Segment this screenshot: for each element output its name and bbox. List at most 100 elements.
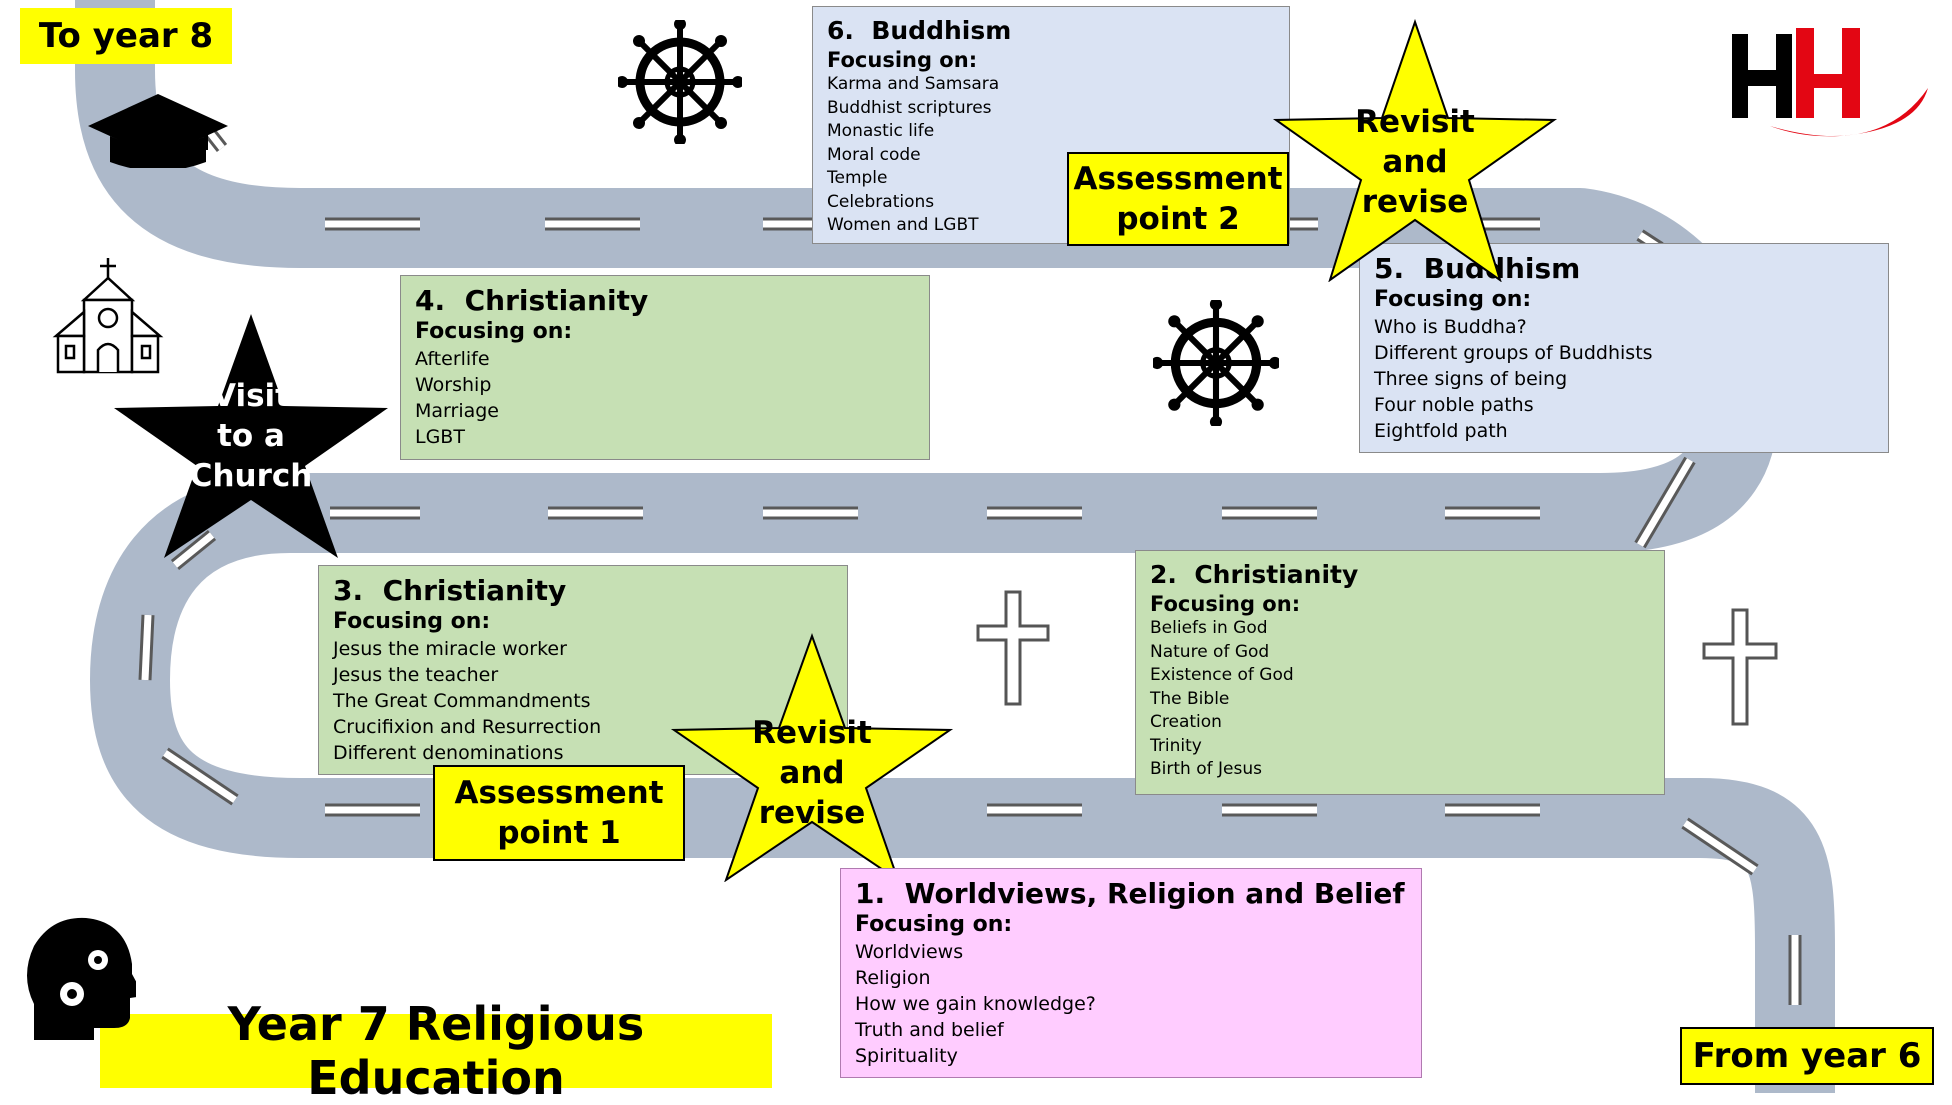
topic-item: Nature of God (1150, 641, 1270, 662)
page-title: Year 7 Religious Education (100, 997, 772, 1105)
topic-item: Temple (827, 168, 888, 188)
star-line: revise (758, 795, 866, 831)
unit-2-title: Christianity (1194, 560, 1359, 589)
star-line: to a (217, 418, 285, 454)
topic-item: Beliefs in God (1150, 618, 1268, 638)
page-title-text: Year 7 Religious Education (227, 997, 645, 1105)
revisit-star-1 (670, 633, 954, 882)
topic-item: Religion (855, 967, 931, 989)
topic-item: Spirituality (855, 1045, 958, 1067)
head-gears-icon (27, 917, 136, 1040)
from-year-6-label: From year 6 (1680, 1027, 1934, 1085)
assessment-2-line2: point 2 (1116, 201, 1240, 237)
topic-item: Existence of God (1150, 665, 1294, 685)
unit-5-topics: Who is Buddha? Different groups of Buddh… (1374, 314, 1874, 444)
unit-2-box: 2. Christianity Focusing on: Beliefs in … (1135, 550, 1665, 795)
topic-item: Monastic life (827, 121, 935, 141)
unit-6-number: 6. (827, 16, 854, 45)
topic-item: Crucifixion and Resurrection (333, 716, 602, 738)
revisit-star-1-text: Revisit and revise (737, 713, 887, 833)
revisit-star-2 (1272, 18, 1558, 282)
topic-item: Afterlife (415, 348, 490, 370)
to-year-8-label: To year 8 (20, 8, 232, 64)
school-logo (1732, 28, 1928, 137)
star-line: Church (189, 458, 313, 494)
star-line: and (1382, 144, 1448, 180)
assessment-point-2: Assessment point 2 (1067, 152, 1289, 246)
unit-3-topics: Jesus the miracle worker Jesus the teach… (333, 636, 833, 766)
unit-1-focus-label: Focusing on: (855, 912, 1013, 937)
unit-2-number: 2. (1150, 560, 1177, 589)
topic-item: Jesus the miracle worker (333, 638, 567, 660)
topic-item: Worldviews (855, 941, 964, 963)
topic-item: Four noble paths (1374, 394, 1534, 416)
assessment-1-line1: Assessment (454, 775, 664, 811)
unit-4-heading: 4. Christianity (415, 284, 915, 318)
unit-2-focus-label: Focusing on: (1150, 592, 1301, 616)
from-year-6-text: From year 6 (1692, 1036, 1922, 1076)
topic-item: Jesus the teacher (333, 664, 499, 686)
unit-5-focus-label: Focusing on: (1374, 287, 1532, 312)
topic-item: Karma and Samsara (827, 74, 1000, 94)
unit-6-focus-label: Focusing on: (827, 48, 978, 72)
revisit-star-2-text: Revisit and revise (1340, 102, 1490, 222)
unit-1-topics: Worldviews Religion How we gain knowledg… (855, 939, 1407, 1069)
star-line: and (779, 755, 845, 791)
star-line: revise (1361, 184, 1469, 220)
unit-5-title: Buddhism (1423, 252, 1581, 285)
unit-4-box: 4. Christianity Focusing on: Afterlife W… (400, 275, 930, 460)
star-line: Revisit (752, 715, 872, 751)
topic-item: Celebrations (827, 191, 935, 212)
graduation-cap-icon (88, 94, 228, 168)
unit-2-heading: 2. Christianity (1150, 559, 1650, 591)
topic-item: The Bible (1150, 688, 1230, 709)
unit-3-heading: 3. Christianity (333, 574, 833, 608)
church-visit-star (114, 314, 388, 558)
unit-1-box: 1. Worldviews, Religion and Belief Focus… (840, 868, 1422, 1078)
assessment-point-1: Assessment point 1 (433, 765, 685, 861)
unit-2-topics: Beliefs in God Nature of God Existence o… (1150, 617, 1650, 782)
unit-4-title: Christianity (464, 284, 649, 317)
star-line: Visit (212, 378, 290, 414)
topic-item: Three signs of being (1374, 368, 1568, 390)
unit-6-title: Buddhism (871, 16, 1012, 45)
topic-item: The Great Commandments (333, 690, 591, 712)
church-icon (52, 258, 164, 374)
topic-item: Different groups of Buddhists (1374, 342, 1653, 364)
topic-item: Trinity (1150, 735, 1202, 756)
church-visit-star-text: Visit to a Church (176, 376, 326, 496)
topic-item: Creation (1150, 712, 1222, 732)
unit-5-heading: 5. Buddhism (1374, 252, 1874, 286)
unit-5-number: 5. (1374, 252, 1405, 285)
topic-item: Different denominations (333, 742, 564, 764)
topic-item: Marriage (415, 400, 499, 422)
topic-item: LGBT (415, 426, 465, 448)
assessment-1-line2: point 1 (497, 815, 621, 851)
unit-3-title: Christianity (382, 574, 567, 607)
unit-4-number: 4. (415, 284, 446, 317)
topic-item: Birth of Jesus (1150, 759, 1262, 779)
dharma-wheel-icon (1153, 300, 1279, 426)
topic-item: Who is Buddha? (1374, 316, 1527, 338)
assessment-2-line1: Assessment (1073, 161, 1283, 197)
topic-item: How we gain knowledge? (855, 993, 1096, 1015)
unit-5-box: 5. Buddhism Focusing on: Who is Buddha? … (1359, 243, 1889, 453)
unit-1-title: Worldviews, Religion and Belief (904, 877, 1405, 910)
topic-item: Moral code (827, 144, 921, 165)
unit-6-heading: 6. Buddhism (827, 15, 1275, 47)
topic-item: Buddhist scriptures (827, 97, 992, 118)
topic-item: Truth and belief (855, 1019, 1004, 1041)
unit-3-focus-label: Focusing on: (333, 609, 491, 634)
topic-item: Worship (415, 374, 492, 396)
to-year-8-text: To year 8 (38, 16, 214, 56)
dharma-wheel-icon (618, 20, 742, 144)
unit-6-topics: Karma and Samsara Buddhist scriptures Mo… (827, 73, 1275, 238)
topic-item: Women and LGBT (827, 215, 979, 235)
star-line: Revisit (1355, 104, 1475, 140)
topic-item: Eightfold path (1374, 420, 1508, 442)
cross-icon (976, 590, 1050, 706)
unit-3-number: 3. (333, 574, 364, 607)
unit-4-focus-label: Focusing on: (415, 319, 573, 344)
unit-1-heading: 1. Worldviews, Religion and Belief (855, 877, 1407, 911)
unit-4-topics: Afterlife Worship Marriage LGBT (415, 346, 915, 450)
